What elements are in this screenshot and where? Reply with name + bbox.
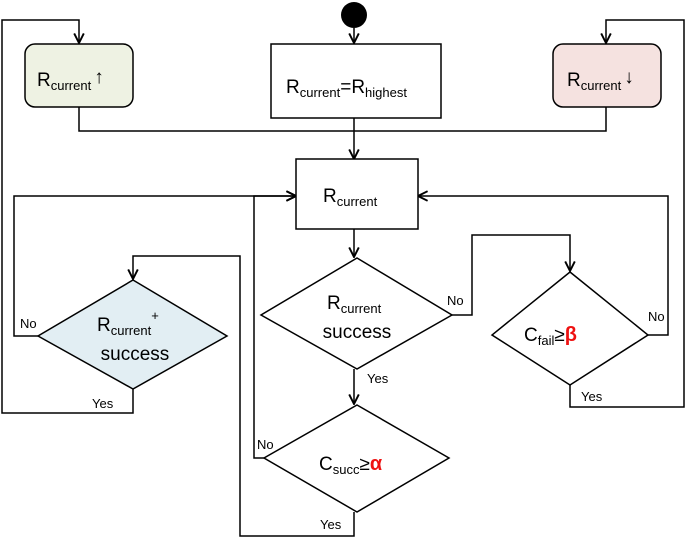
decrease-rate-sub: current <box>581 78 622 93</box>
edge-success-no-to-fail <box>452 234 570 316</box>
init-rate-right-sub: highest <box>365 85 407 100</box>
succ-threshold-op: ≥ <box>359 454 369 475</box>
succ-no-label: No <box>257 437 274 452</box>
init-rate-left-sub: current <box>300 85 341 100</box>
fail-threshold-main: C <box>524 325 538 346</box>
plus-success-main: R <box>97 315 111 336</box>
fail-threshold-label: Cfail≥β <box>524 324 577 348</box>
plus-success-decision: Rcurrent+ success <box>36 279 229 390</box>
edge-plus-yes-to-increase <box>1 19 134 414</box>
arrow-down-icon: ↓ <box>624 67 634 88</box>
edge-labels: No Yes No Yes No Yes No Yes <box>20 293 665 532</box>
succ-threshold-decision: Csucc≥α <box>262 404 451 513</box>
init-rate-box <box>270 43 442 119</box>
current-rate-main: R <box>323 186 337 207</box>
succ-threshold-label: Csucc≥α <box>319 453 383 477</box>
increase-rate-label: Rcurrent↑ <box>37 67 104 93</box>
success-main: R <box>327 293 341 314</box>
decrease-rate-node: Rcurrent↓ <box>552 43 662 108</box>
current-rate-sub: current <box>337 194 378 209</box>
fail-no-label: No <box>648 309 665 324</box>
edge-increase-merge <box>78 107 354 132</box>
decrease-rate-main: R <box>567 70 581 91</box>
success-diamond <box>259 257 454 370</box>
init-rate-node: Rcurrent=Rhighest <box>270 43 442 119</box>
succ-threshold-main: C <box>319 454 333 475</box>
plus-success-label-line2: success <box>101 344 170 365</box>
current-rate-label: Rcurrent <box>323 186 378 209</box>
plus-success-label-line1: Rcurrent+ <box>97 308 159 338</box>
init-rate-label: Rcurrent=Rhighest <box>286 77 407 100</box>
edge-succ-yes-to-plus <box>133 255 355 537</box>
init-rate-right-main: R <box>351 77 365 98</box>
start-node <box>341 2 367 28</box>
connectors <box>1 19 685 537</box>
arrow-up-icon: ↑ <box>94 67 104 88</box>
edge-plus-no-to-current <box>13 196 296 337</box>
init-rate-left-main: R <box>286 77 300 98</box>
decrease-rate-label: Rcurrent↓ <box>567 67 634 93</box>
plus-success-yes-label: Yes <box>92 396 114 411</box>
succ-threshold-diamond <box>262 404 451 513</box>
alpha-symbol: α <box>370 453 383 475</box>
init-rate-equals: = <box>340 77 351 98</box>
fail-threshold-decision: Cfail≥β <box>490 271 650 386</box>
success-label-line1: Rcurrent <box>327 293 382 316</box>
success-label-line2: success <box>323 322 392 343</box>
edge-fail-no-to-current <box>418 196 669 336</box>
fail-threshold-diamond <box>490 271 650 386</box>
increase-rate-box <box>24 43 134 108</box>
succ-yes-label: Yes <box>320 517 342 532</box>
edge-fail-yes-to-decrease <box>569 19 685 408</box>
fail-threshold-op: ≥ <box>554 325 564 346</box>
increase-rate-node: Rcurrent↑ <box>24 43 134 108</box>
fail-threshold-sub: fail <box>538 333 555 348</box>
plus-success-sup: + <box>151 308 159 323</box>
current-rate-node: Rcurrent <box>295 158 419 230</box>
fail-yes-label: Yes <box>581 389 603 404</box>
plus-success-diamond <box>36 279 229 390</box>
edge-decrease-merge <box>354 107 607 132</box>
decrease-rate-box <box>552 43 662 108</box>
success-decision: Rcurrent success <box>259 257 454 370</box>
increase-rate-sub: current <box>51 78 92 93</box>
increase-rate-main: R <box>37 70 51 91</box>
plus-success-sub: current <box>111 323 152 338</box>
succ-threshold-sub: succ <box>333 462 360 477</box>
beta-symbol: β <box>565 324 577 346</box>
success-sub: current <box>341 301 382 316</box>
plus-success-no-label: No <box>20 316 37 331</box>
current-rate-box <box>295 158 419 230</box>
success-yes-label: Yes <box>367 371 389 386</box>
success-no-label: No <box>447 293 464 308</box>
